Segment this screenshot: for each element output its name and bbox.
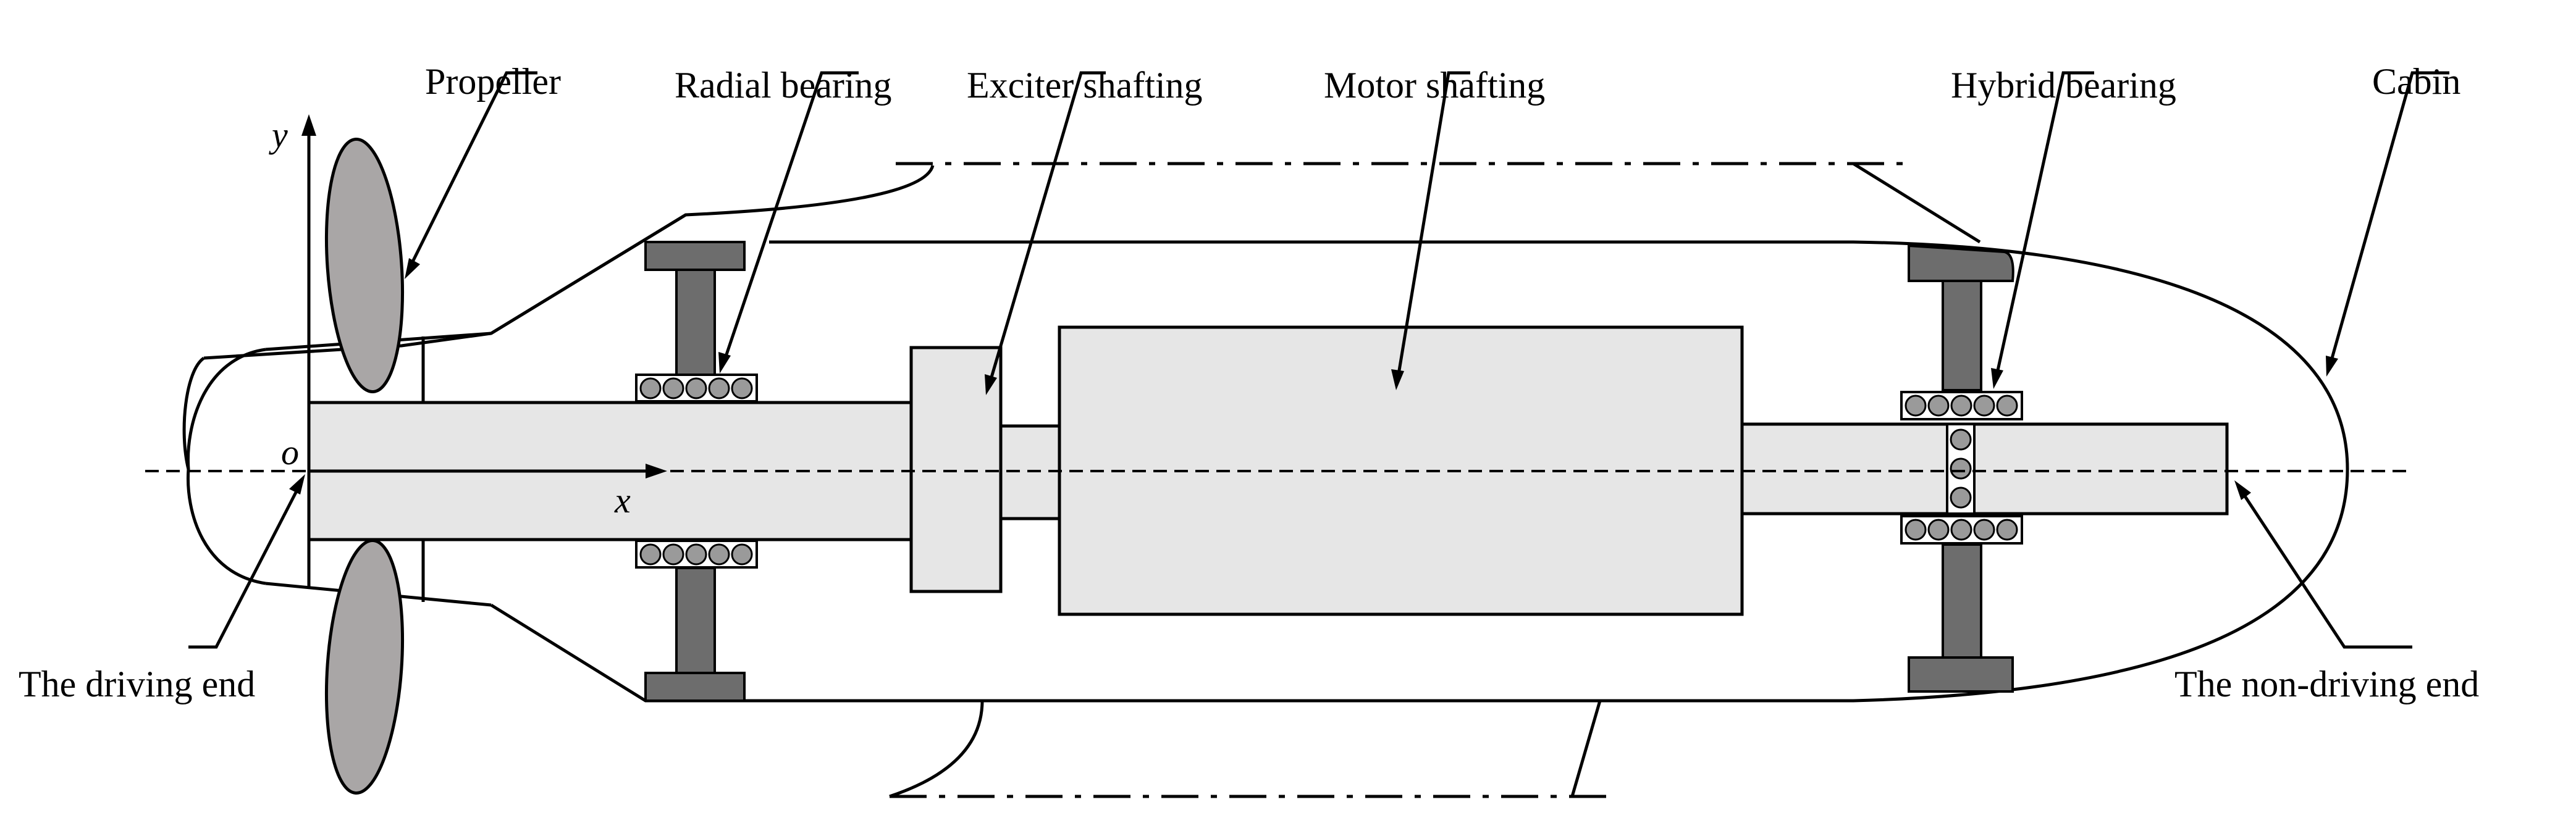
leader-propeller bbox=[406, 71, 537, 273]
hybrid-support-top-post bbox=[1942, 280, 1982, 391]
label-motor-shafting: Motor shafting bbox=[1324, 65, 1545, 106]
leader-radial-bearing bbox=[721, 71, 859, 366]
y-axis-arrow-icon bbox=[301, 114, 316, 136]
leader-driving-end bbox=[188, 480, 303, 649]
label-propeller: Propeller bbox=[425, 61, 561, 102]
label-exciter-shafting: Exciter shafting bbox=[967, 65, 1203, 106]
leader-exciter-shafting-arrow-icon bbox=[985, 374, 997, 395]
y-axis-label: y bbox=[269, 115, 288, 155]
leader-hybrid-bearing bbox=[1993, 71, 2094, 382]
strut-curve-bottom bbox=[889, 700, 984, 798]
radial-support-bottom-post bbox=[675, 567, 716, 674]
radial-bearing-upper bbox=[635, 374, 758, 403]
leader-propeller-arrow-icon bbox=[405, 258, 420, 279]
origin-label: o bbox=[281, 432, 299, 472]
right-shaft bbox=[1740, 422, 2229, 516]
hybrid-bearing-lower bbox=[1900, 515, 2023, 545]
leader-cabin bbox=[2327, 71, 2449, 370]
leader-exciter-shafting bbox=[987, 71, 1106, 388]
hybrid-support-bottom-post bbox=[1942, 543, 1982, 659]
leader-motor-shafting-arrow-icon bbox=[1391, 369, 1404, 390]
label-cabin: Cabin bbox=[2372, 61, 2460, 102]
leader-non-driving-end-arrow-icon bbox=[2234, 480, 2251, 500]
leader-cabin-arrow-icon bbox=[2326, 356, 2338, 377]
cabin-outline bbox=[249, 323, 260, 351]
hybrid-bearing-thrust bbox=[1946, 423, 1976, 515]
label-hybrid-bearing: Hybrid bearing bbox=[1951, 65, 2176, 106]
leader-radial-bearing-arrow-icon bbox=[718, 352, 731, 374]
leader-hybrid-bearing-arrow-icon bbox=[1991, 368, 2003, 389]
x-axis-label: x bbox=[614, 480, 631, 520]
strut-diagonal-top bbox=[1852, 162, 1981, 244]
radial-bearing-lower bbox=[635, 540, 758, 569]
leader-motor-shafting bbox=[1395, 71, 1470, 382]
radial-support-top-cap bbox=[644, 241, 746, 271]
hull-top-edge bbox=[490, 213, 2349, 470]
hybrid-bearing-upper bbox=[1900, 391, 2023, 420]
hybrid-support-bottom-cap bbox=[1908, 656, 2014, 693]
strut-diagonal-bottom bbox=[1570, 700, 1602, 797]
leader-driving-end-arrow-icon bbox=[289, 474, 305, 495]
radial-support-top-post bbox=[675, 269, 716, 376]
hull-lower bbox=[490, 469, 2349, 703]
label-radial-bearing: Radial bearing bbox=[675, 65, 892, 106]
hull-nose bbox=[186, 348, 266, 585]
x-axis-arrow-icon bbox=[646, 464, 667, 478]
radial-support-bottom-cap bbox=[644, 672, 746, 702]
leader-non-driving-end bbox=[2237, 486, 2412, 649]
hybrid-support-top-cap bbox=[1908, 244, 2014, 282]
label-non-driving-end: The non-driving end bbox=[2174, 664, 2479, 704]
propeller-blade-lower bbox=[324, 538, 405, 795]
label-driving-end: The driving end bbox=[19, 664, 255, 704]
propeller-blade-upper bbox=[324, 137, 405, 394]
